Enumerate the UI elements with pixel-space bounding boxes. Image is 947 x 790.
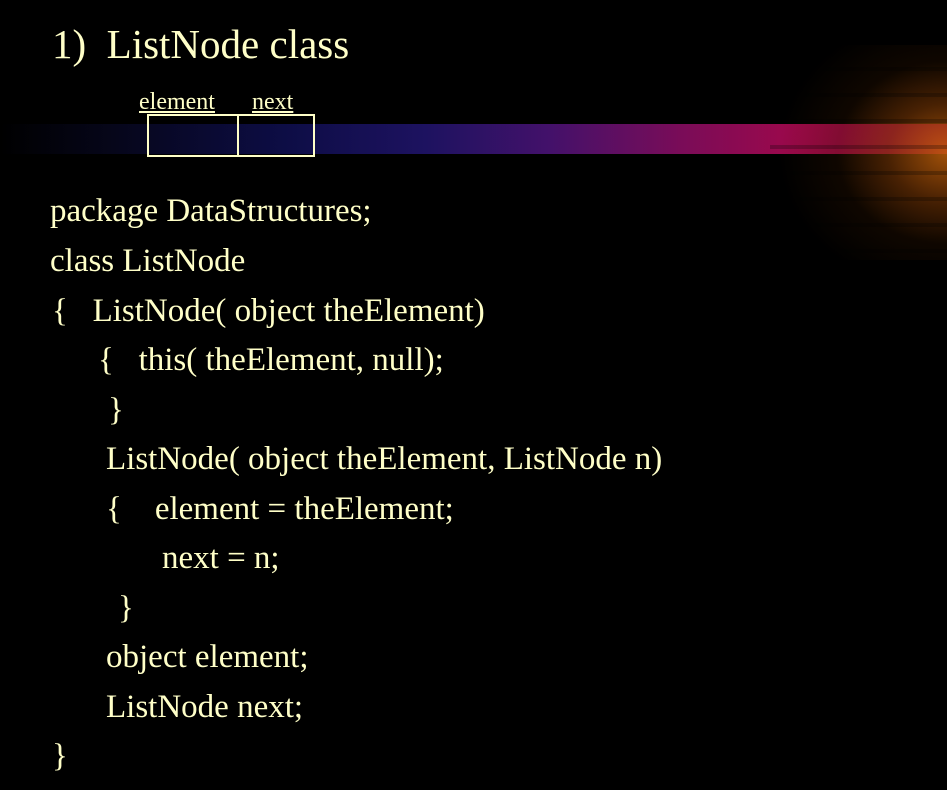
code-line: { this( theElement, null); xyxy=(98,342,444,378)
code-line: } xyxy=(118,590,134,626)
code-line: ListNode( object theElement, ListNode n) xyxy=(106,441,663,477)
decorative-glow xyxy=(770,45,947,260)
node-cell-element xyxy=(149,116,239,155)
decorative-glow-bands xyxy=(770,45,947,260)
code-line: class ListNode xyxy=(50,243,246,279)
code-line: ListNode next; xyxy=(106,689,304,725)
code-line: } xyxy=(52,738,68,774)
code-line: } xyxy=(108,392,124,428)
node-label-next: next xyxy=(252,89,294,115)
node-label-element: element xyxy=(139,89,215,115)
slide-title: 1) ListNode class xyxy=(52,21,350,67)
node-cell-next xyxy=(239,116,313,155)
code-line: object element; xyxy=(106,639,309,675)
list-node-diagram xyxy=(147,114,315,157)
code-line: { element = theElement; xyxy=(106,491,454,527)
code-line: { ListNode( object theElement) xyxy=(52,293,485,329)
code-line: next = n; xyxy=(162,540,280,576)
code-line: package DataStructures; xyxy=(50,193,372,229)
